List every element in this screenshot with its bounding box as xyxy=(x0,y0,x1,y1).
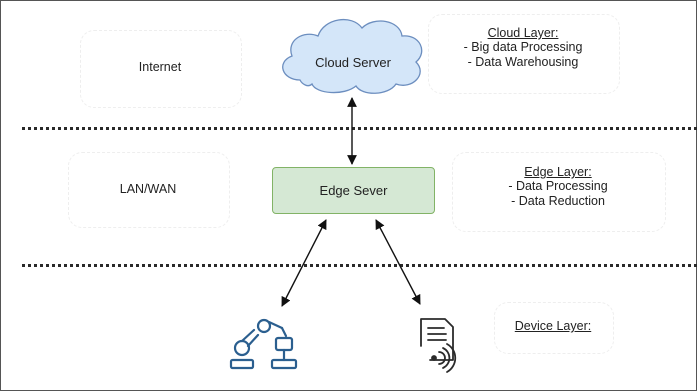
cloud-server-label: Cloud Server xyxy=(315,55,392,70)
lan-wan-box xyxy=(68,152,230,228)
cloud-server-shape xyxy=(282,18,423,94)
device-layer-description: Device Layer: xyxy=(494,319,612,333)
edge-layer-title: Edge Layer: xyxy=(524,165,592,179)
lan-wan-label: LAN/WAN xyxy=(119,182,177,196)
internet-label: Internet xyxy=(138,60,182,74)
cloud-layer-description: Cloud Layer: - Big data Processing - Dat… xyxy=(428,26,618,70)
cloud-layer-title: Cloud Layer: xyxy=(487,26,559,40)
arrow-edge-robot xyxy=(281,219,327,307)
cloud-layer-item: - Big data Processing xyxy=(463,40,583,54)
edge-server-label: Edge Sever xyxy=(319,183,388,198)
edge-layer-item: - Data Processing xyxy=(508,179,608,193)
edge-layer-item: - Data Reduction xyxy=(511,194,605,208)
internet-box xyxy=(80,30,242,108)
cloud-layer-item: - Data Warehousing xyxy=(467,55,579,69)
edge-layer-box xyxy=(452,152,666,232)
robot-arm-icon xyxy=(229,318,298,370)
wireless-document-icon xyxy=(420,318,457,373)
cloud-layer-box xyxy=(428,14,620,94)
edge-server-node: Edge Sever xyxy=(272,167,435,214)
arrow-edge-sensor xyxy=(375,219,421,305)
device-layer-title: Device Layer: xyxy=(514,319,592,333)
layer-separator-edge-device xyxy=(22,264,697,267)
device-layer-box xyxy=(494,302,614,354)
edge-layer-description: Edge Layer: - Data Processing - Data Red… xyxy=(452,165,664,209)
layer-separator-cloud-edge xyxy=(22,127,697,130)
